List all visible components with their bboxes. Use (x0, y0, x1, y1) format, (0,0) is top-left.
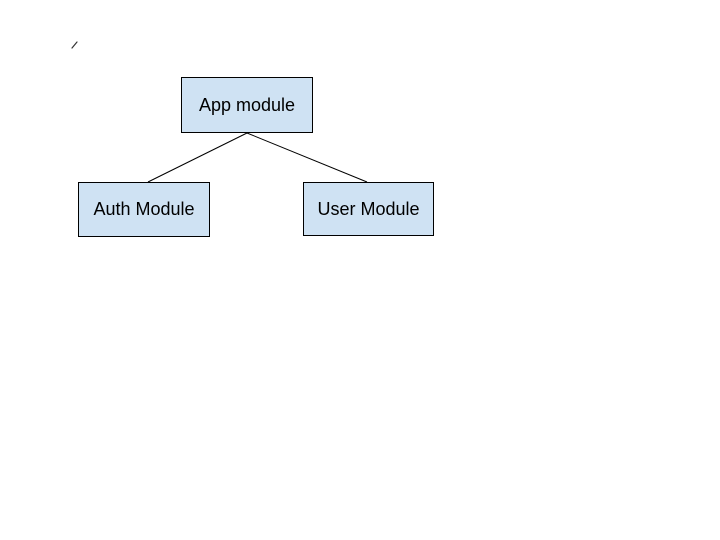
stray-pen-mark (71, 41, 78, 49)
connector-app-auth (147, 132, 248, 183)
node-app-module[interactable]: App module (181, 77, 313, 133)
node-auth-module[interactable]: Auth Module (78, 182, 210, 237)
node-user-module[interactable]: User Module (303, 182, 434, 236)
connector-app-user (246, 132, 368, 183)
node-app-module-label: App module (198, 94, 296, 115)
node-user-module-label: User Module (317, 198, 420, 219)
node-auth-module-label: Auth Module (93, 199, 195, 219)
